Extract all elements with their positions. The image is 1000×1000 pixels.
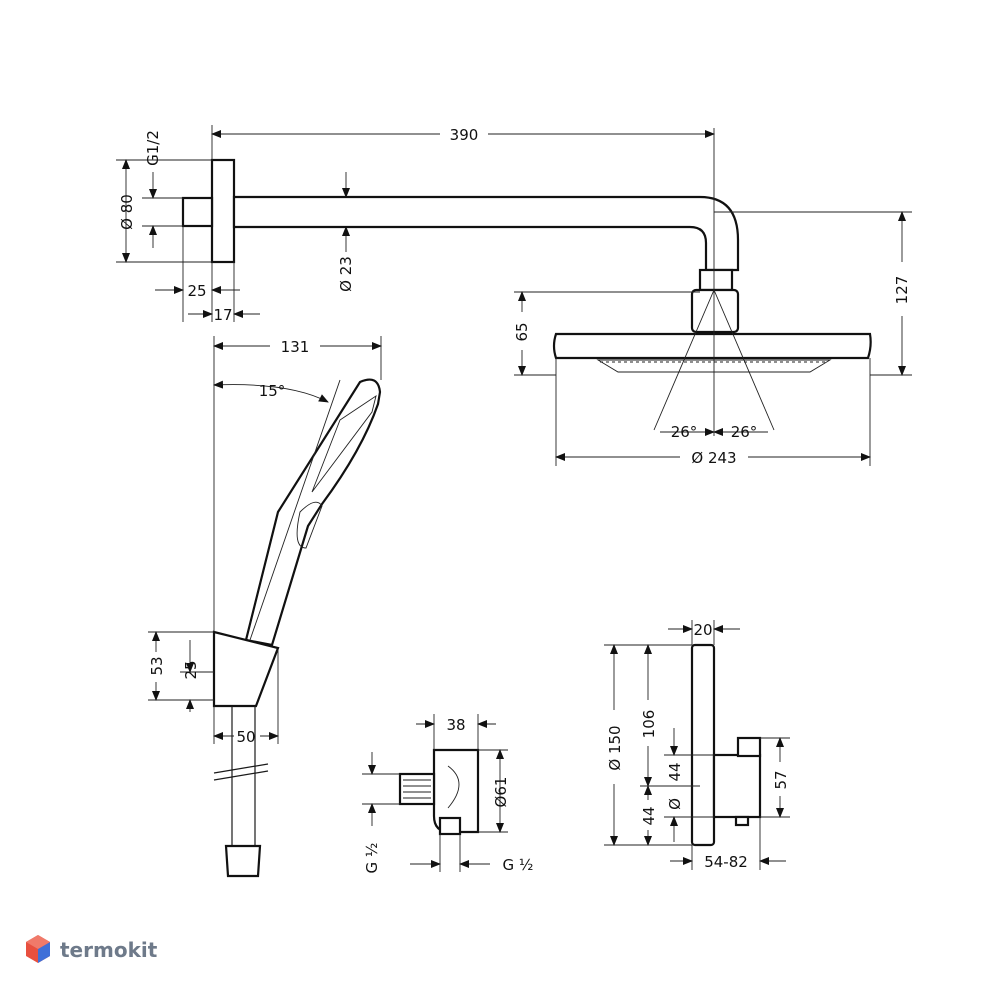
ball-joint — [698, 268, 734, 292]
shower-arm-assembly — [181, 128, 872, 436]
label-243: Ø 243 — [691, 449, 736, 467]
watermark-text: termokit — [60, 938, 158, 962]
label-25: 25 — [187, 282, 206, 300]
dim-valve-57: 57 — [760, 737, 790, 818]
label-angle-left: 26° — [671, 423, 698, 441]
wall-holder — [212, 630, 280, 708]
label-38: 38 — [446, 716, 465, 734]
label-dia-sym: Ø — [666, 798, 684, 810]
dim-arm-dia: Ø 23 — [337, 172, 355, 292]
label-54-82: 54-82 — [704, 853, 748, 871]
hand-shower — [244, 378, 382, 647]
valve-stem — [734, 815, 750, 827]
label-thread-left: G ½ — [363, 843, 381, 874]
dim-elbow-width: 38 — [416, 714, 496, 750]
dim-head-height: 65 — [513, 291, 700, 376]
valve-body — [712, 753, 762, 819]
label-15deg: 15° — [259, 382, 286, 400]
label-57: 57 — [772, 770, 790, 789]
label-elbow-dia: Ø61 — [492, 777, 510, 808]
dim-spray-angles: 26° 26° — [660, 423, 768, 441]
label-390: 390 — [450, 126, 479, 144]
dim-valve-106: 106 — [640, 644, 700, 787]
dim-offsets: 25 17 — [155, 226, 260, 324]
hose-nut — [224, 844, 262, 878]
dim-plate-width: 20 — [668, 620, 740, 645]
label-20: 20 — [693, 621, 712, 639]
dim-holder-width: 50 — [213, 650, 279, 746]
dim-valve-depth: 54-82 — [670, 817, 786, 871]
label-thread-top: G1/2 — [144, 130, 162, 166]
dim-head-dia: Ø 243 — [555, 358, 871, 467]
label-150: Ø 150 — [606, 725, 624, 770]
dim-valve-44: 44 Ø 44 — [640, 728, 714, 846]
dim-head-drop: 127 — [714, 211, 912, 376]
elbow-contour — [447, 765, 460, 809]
label-44b: 44 — [640, 806, 658, 825]
label-flange-dia: Ø 80 — [118, 194, 136, 230]
label-17: 17 — [213, 306, 232, 324]
shower-arm — [232, 195, 740, 272]
head-connector — [690, 288, 740, 334]
valve-knob — [736, 736, 762, 758]
watermark-logo: termokit — [26, 935, 158, 963]
hand-shower-assembly — [212, 378, 382, 878]
label-arm-dia: Ø 23 — [337, 256, 355, 292]
thermostat-assembly — [690, 643, 762, 847]
dim-hand-angle: 15° — [213, 379, 341, 641]
hand-shower-button — [296, 501, 323, 549]
thread-stub — [181, 196, 214, 228]
label-holder-sub: 25 — [182, 660, 200, 679]
label-50: 50 — [236, 728, 255, 746]
label-53: 53 — [148, 656, 166, 675]
dim-flange: Ø 80 G1/2 — [116, 130, 212, 263]
label-106: 106 — [640, 710, 658, 739]
dim-holder-height: 53 25 — [148, 631, 214, 712]
elbow-thread — [398, 772, 436, 806]
label-thread-right: G ½ — [503, 856, 534, 874]
head-nozzles — [596, 359, 832, 373]
label-65: 65 — [513, 322, 531, 341]
label-131: 131 — [281, 338, 310, 356]
shower-head — [552, 332, 872, 360]
wall-elbow-assembly — [398, 748, 480, 836]
label-angle-right: 26° — [731, 423, 758, 441]
valve-plate — [690, 643, 716, 847]
wall-flange — [210, 158, 236, 264]
dim-arm-length: 390 — [211, 125, 715, 160]
label-127: 127 — [893, 276, 911, 305]
dim-elbow-dia: Ø61 — [478, 749, 510, 833]
label-44a: 44 — [666, 762, 684, 781]
elbow-outlet — [438, 816, 462, 836]
hand-spray-face — [311, 394, 377, 493]
dim-elbow-threads: G ½ G ½ — [362, 752, 533, 874]
